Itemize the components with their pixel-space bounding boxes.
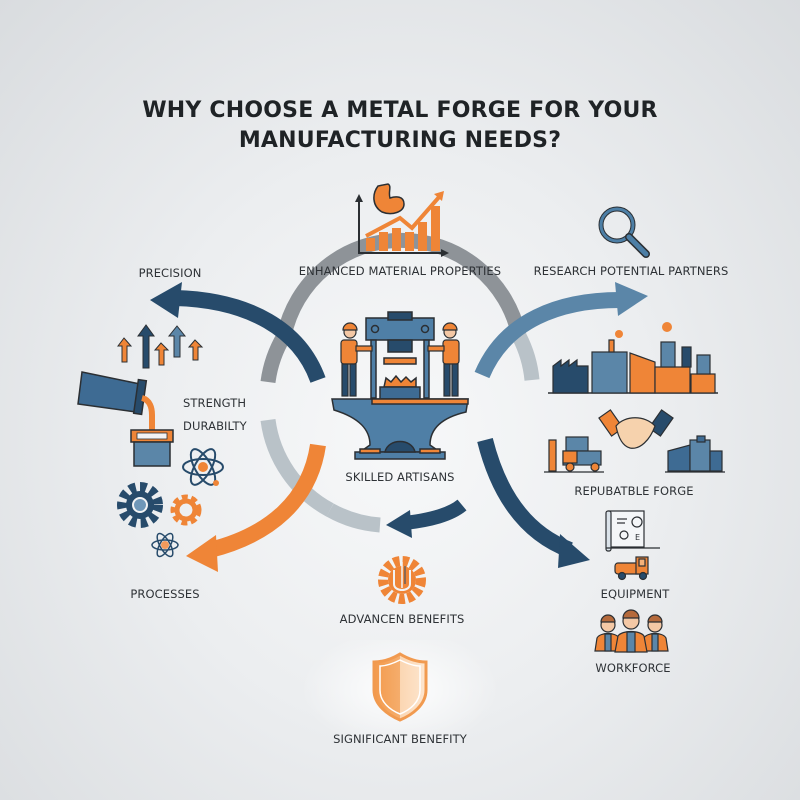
atom-icon [182, 448, 224, 486]
page-title: WHY CHOOSE A METAL FORGE FOR YOUR MANUFA… [0, 96, 800, 156]
shield-icon [372, 652, 428, 722]
arrow-to-equipment [477, 438, 590, 568]
up-arrows-icon [117, 324, 204, 369]
arrow-to-precision [150, 282, 326, 383]
forge-press-anvil-icon [331, 311, 469, 460]
small-atom-icon [151, 532, 179, 558]
arrow-to-processes [186, 443, 326, 572]
blueprint-icon: E [605, 510, 660, 552]
label-precision: PRECISION [138, 266, 202, 280]
building-icon [665, 435, 725, 473]
label-significant-benefit: SIGNIFICANT BENEFITY [333, 732, 467, 746]
arrow-to-advanced [386, 499, 467, 538]
handshake-icon [598, 409, 674, 449]
svg-text:E: E [635, 533, 640, 542]
worker-left-icon [340, 322, 373, 397]
magnifier-icon [598, 206, 650, 258]
label-enhanced-material: ENHANCED MATERIAL PROPERTIES [298, 264, 502, 278]
gears-icon [117, 482, 202, 528]
muscle-growth-chart-icon [355, 183, 449, 257]
title-line-1: WHY CHOOSE A METAL FORGE FOR YOUR [142, 98, 658, 123]
label-skilled-artisans: SKILLED ARTISANS [345, 470, 455, 484]
truck-icon [614, 556, 649, 581]
label-durability: DURABILTY [183, 419, 247, 433]
arrow-to-research [474, 282, 648, 379]
workers-group-icon [594, 609, 669, 653]
gear-shield-icon [378, 556, 426, 604]
label-processes: PROCESSES [130, 587, 200, 601]
label-advanced-benefits: ADVANCEN BENEFITS [339, 612, 465, 626]
title-line-2: MANUFACTURING NEEDS? [238, 128, 562, 153]
central-ring [260, 232, 540, 533]
label-equipment: EQUIPMENT [600, 587, 670, 601]
label-strength: STRENGTH [183, 396, 247, 410]
forklift-icon [544, 436, 604, 473]
label-reputable-forge: REPUBATBLE FORGE [574, 484, 694, 498]
label-research-partners: RESEARCH POTENTIAL PARTNERS [533, 264, 729, 278]
worker-right-icon [427, 322, 460, 397]
pouring-ladle-icon [77, 371, 174, 467]
factory-skyline-icon [548, 322, 718, 394]
label-workforce: WORKFORCE [595, 661, 671, 675]
